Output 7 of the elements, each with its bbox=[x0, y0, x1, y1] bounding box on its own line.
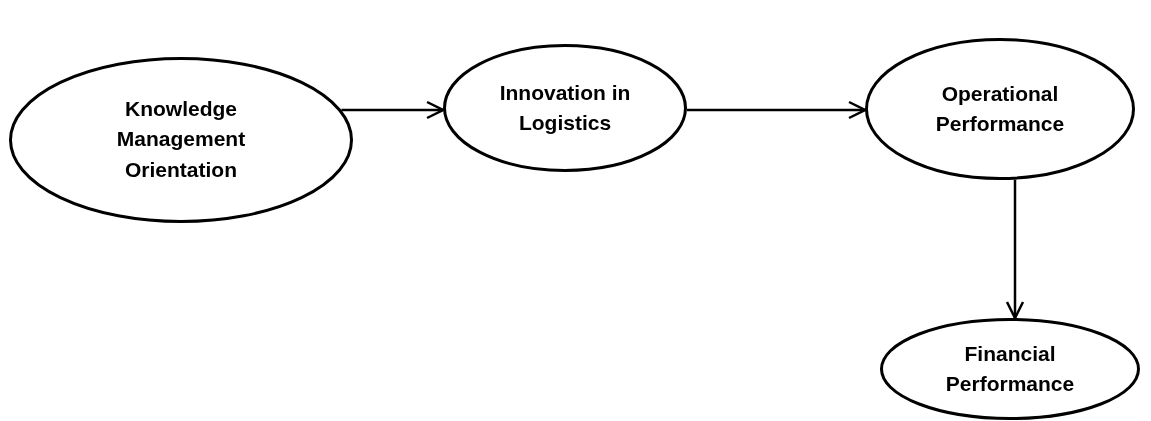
arrow bbox=[341, 100, 445, 120]
node-label: Operational Performance bbox=[934, 80, 1066, 137]
node-label: Innovation in Logistics bbox=[498, 79, 632, 136]
node-label: Knowledge Management Orientation bbox=[115, 96, 247, 184]
node-label: Financial Performance bbox=[944, 340, 1076, 397]
arrow bbox=[686, 100, 867, 120]
arrow bbox=[1005, 179, 1025, 320]
